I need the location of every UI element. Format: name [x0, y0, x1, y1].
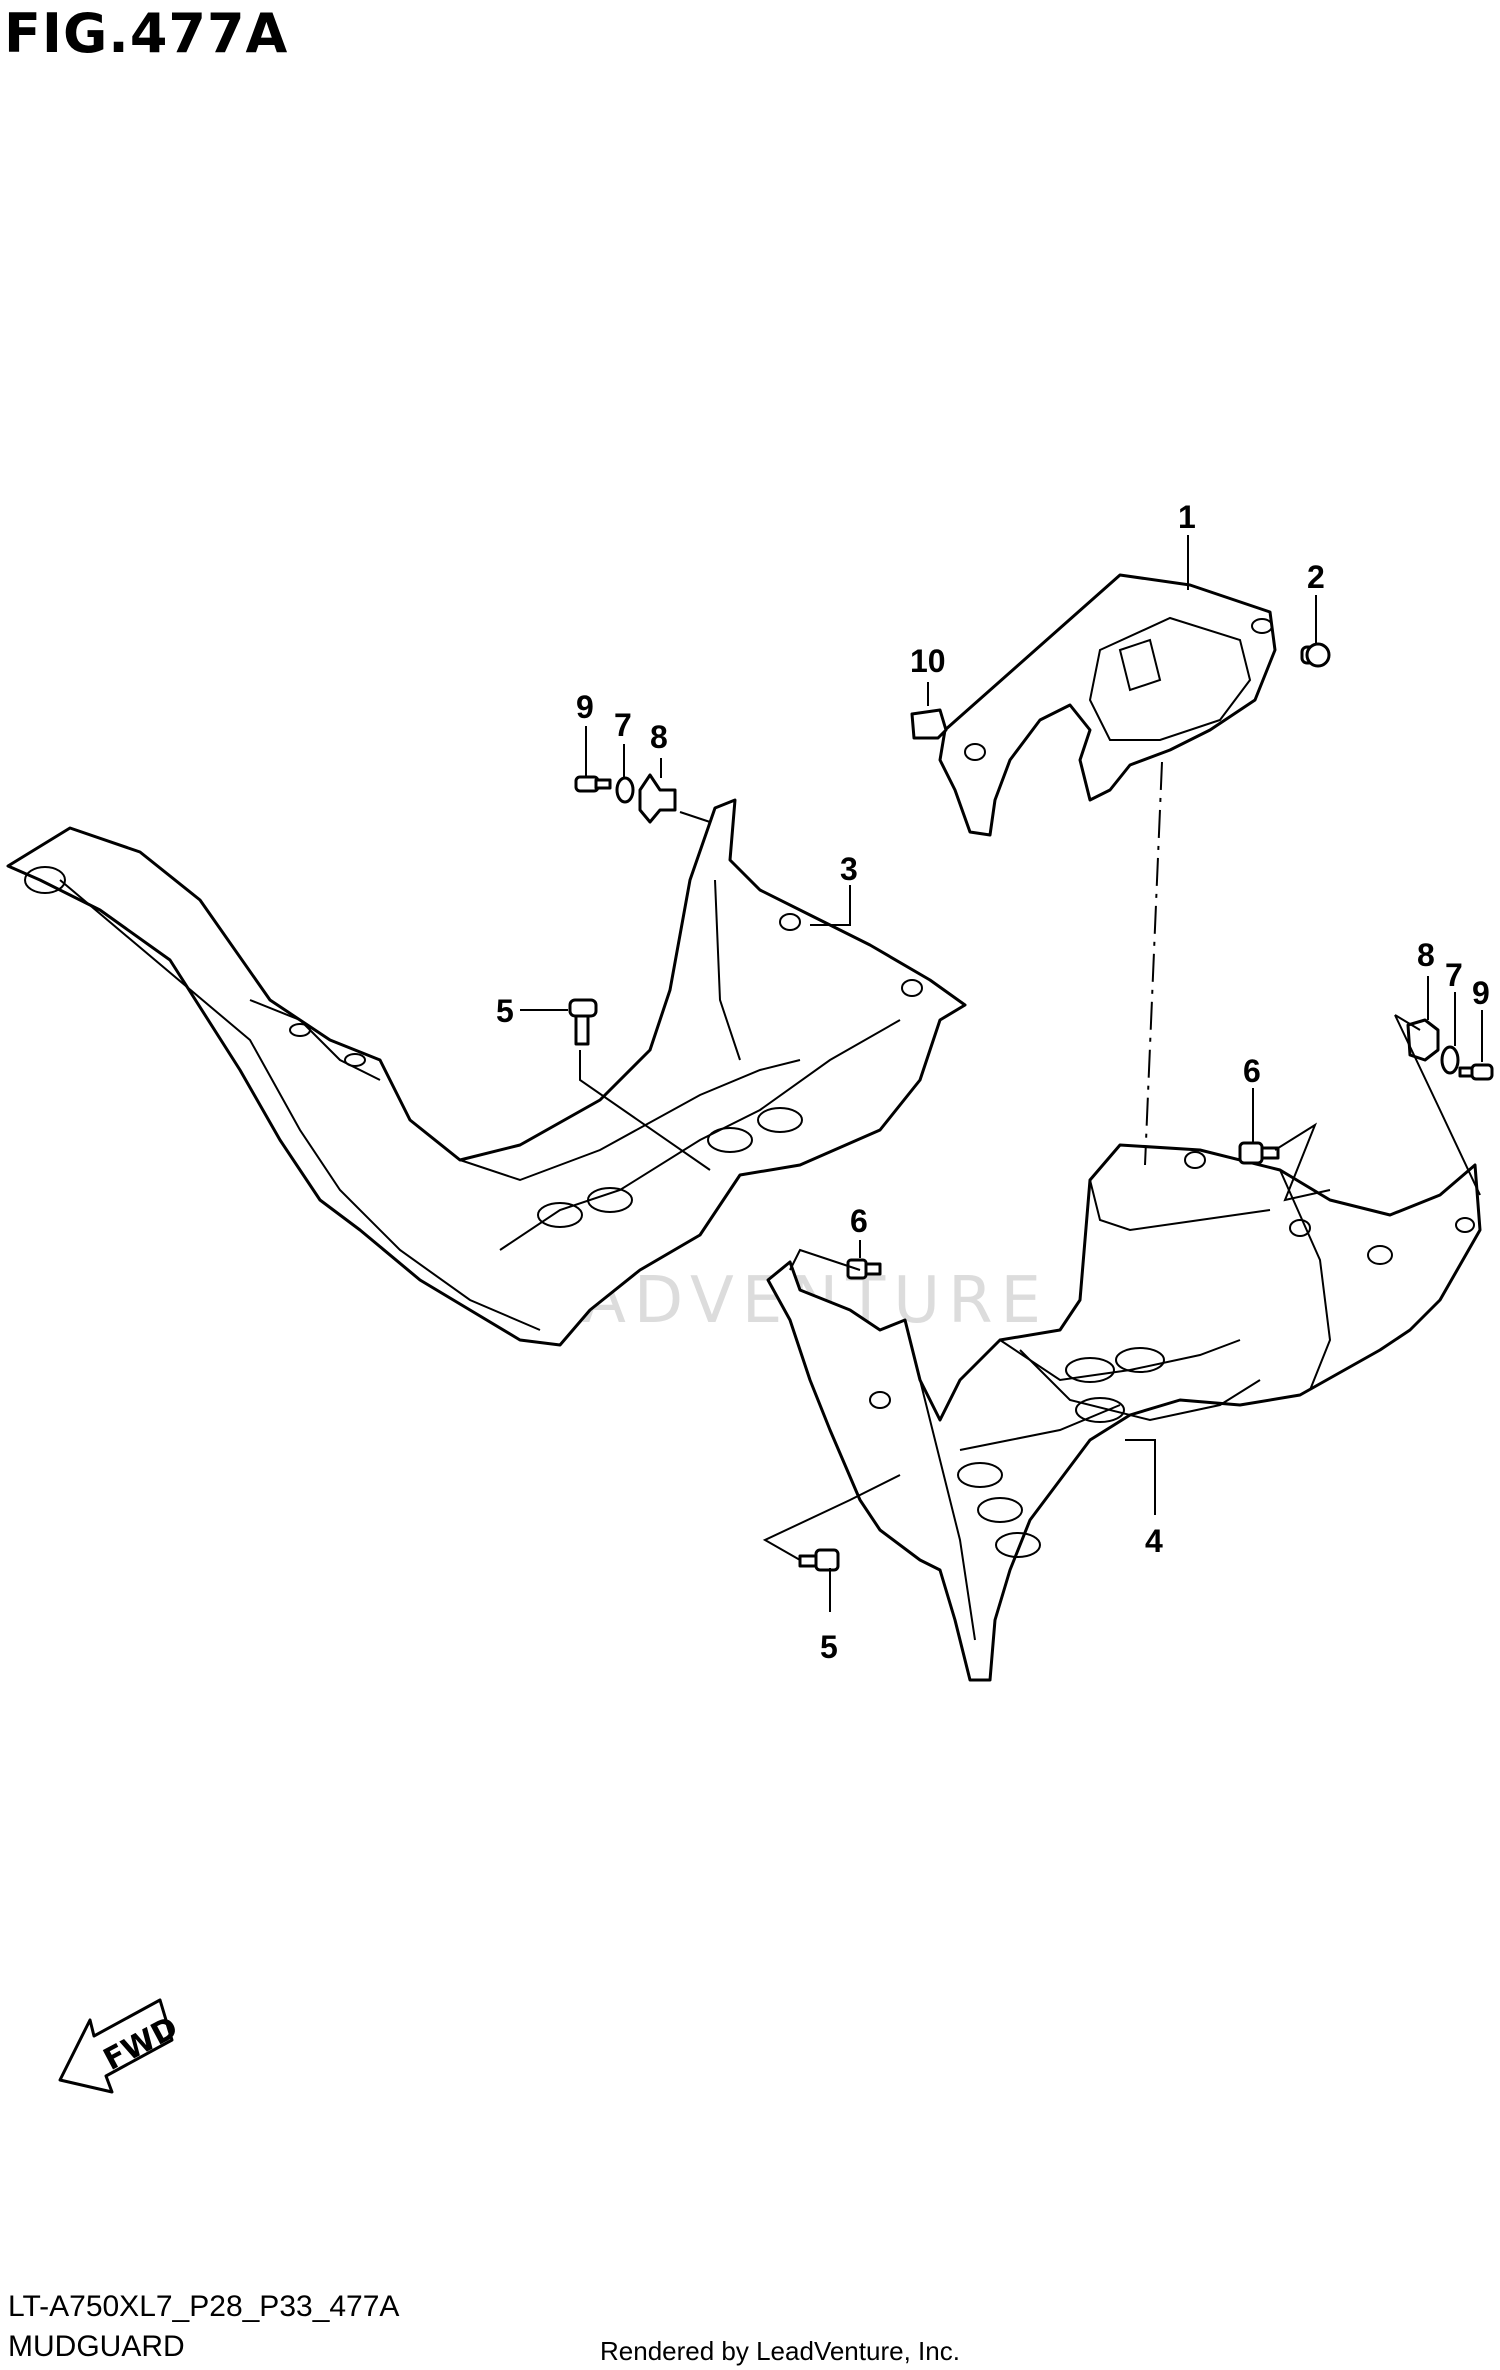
part-5-bolt-left[interactable] [568, 998, 598, 1046]
callout-10: 10 [910, 643, 946, 679]
part-6-bolt-mid[interactable] [846, 1258, 882, 1280]
callout-7-left: 7 [614, 707, 632, 743]
callout-9-left: 9 [576, 689, 594, 725]
callout-8-right: 8 [1417, 937, 1435, 973]
part-9-screw-left[interactable] [574, 775, 612, 793]
part-7-washer-right[interactable] [1440, 1045, 1460, 1075]
part-2-screw[interactable] [1300, 642, 1331, 668]
callout-1: 1 [1178, 499, 1196, 535]
callout-7-right: 7 [1445, 957, 1463, 993]
callout-6-mid: 6 [850, 1203, 868, 1239]
fwd-arrow: FWD [58, 1998, 184, 2094]
part-1-cover[interactable] [938, 573, 1277, 837]
part-5-bolt-bottom[interactable] [798, 1548, 840, 1572]
callout-4: 4 [1145, 1523, 1163, 1559]
figure-title: FIG.477A [4, 2, 289, 65]
callout-9-right: 9 [1472, 975, 1490, 1011]
callout-8-left: 8 [650, 719, 668, 755]
callout-3: 3 [840, 851, 858, 887]
render-credit: Rendered by LeadVenture, Inc. [600, 2336, 960, 2366]
part-7-washer-left[interactable] [615, 776, 635, 804]
model-code: LT-A750XL7_P28_P33_477A [8, 2290, 400, 2323]
callout-5-left: 5 [496, 993, 514, 1029]
callout-5-bottom: 5 [820, 1629, 838, 1665]
part-10-nut[interactable] [910, 708, 948, 740]
figure-name: MUDGUARD [8, 2330, 185, 2363]
part-9-screw-right[interactable] [1458, 1063, 1494, 1081]
part-6-bolt-right[interactable] [1238, 1141, 1280, 1165]
leader-lines [520, 535, 1483, 1612]
callout-2: 2 [1307, 559, 1325, 595]
assembly-lines [579, 761, 1481, 1561]
part-4-right-mudguard[interactable] [766, 1143, 1482, 1682]
part-8-grommet-left[interactable] [638, 773, 677, 824]
part-3-left-mudguard[interactable] [6, 798, 967, 1347]
part-8-grommet-right[interactable] [1406, 1018, 1440, 1062]
callout-6-right: 6 [1243, 1053, 1261, 1089]
